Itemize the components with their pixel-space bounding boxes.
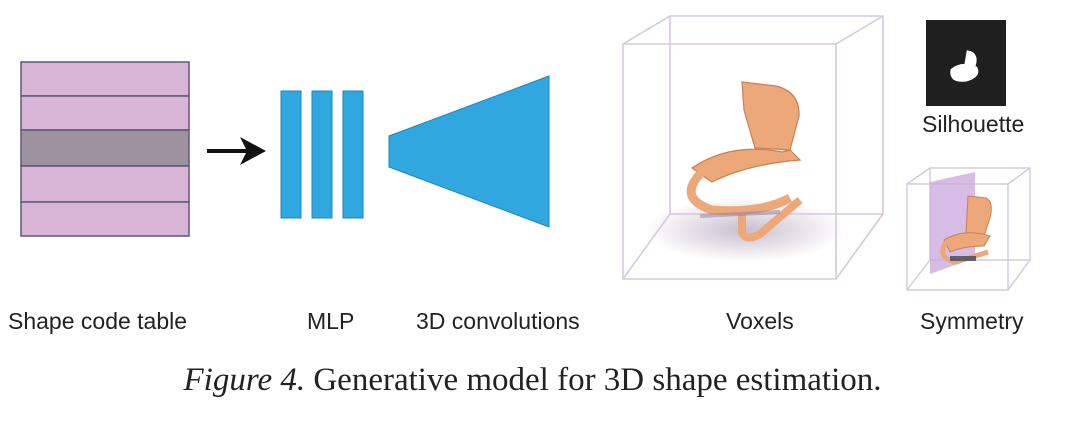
figure-number: Figure 4. bbox=[183, 362, 306, 398]
voxels-label: Voxels bbox=[726, 308, 794, 334]
caption-text: Generative model for 3D shape estimation… bbox=[313, 362, 882, 398]
shape-code-table-label: Shape code table bbox=[8, 308, 188, 334]
silhouette-label: Silhouette bbox=[922, 111, 1025, 137]
mlp-label: MLP bbox=[307, 308, 355, 334]
symmetry-label: Symmetry bbox=[920, 308, 1024, 334]
mlp-layer bbox=[280, 90, 302, 219]
chair-icon bbox=[686, 81, 803, 242]
diagram-canvas bbox=[20, 15, 1031, 291]
shape-code-table bbox=[20, 61, 190, 237]
table-row bbox=[20, 95, 190, 131]
table-row bbox=[20, 61, 190, 97]
chair-icon bbox=[940, 195, 992, 265]
figure-caption: Figure 4. Generative model for 3D shape … bbox=[0, 362, 1065, 399]
conv3d-label: 3D convolutions bbox=[416, 308, 580, 334]
mlp-layer bbox=[342, 90, 364, 219]
mlp-layers bbox=[280, 90, 364, 219]
symmetry-render bbox=[906, 167, 1031, 291]
voxels-render bbox=[622, 15, 884, 280]
conv3d-decoder bbox=[388, 75, 550, 228]
silhouette-thumbnail bbox=[926, 20, 1006, 106]
table-row bbox=[20, 201, 190, 237]
right-arrow-icon bbox=[207, 137, 266, 165]
table-row bbox=[20, 165, 190, 203]
chair-icon bbox=[950, 50, 979, 82]
table-row-selected bbox=[20, 129, 190, 167]
mlp-layer bbox=[311, 90, 333, 219]
